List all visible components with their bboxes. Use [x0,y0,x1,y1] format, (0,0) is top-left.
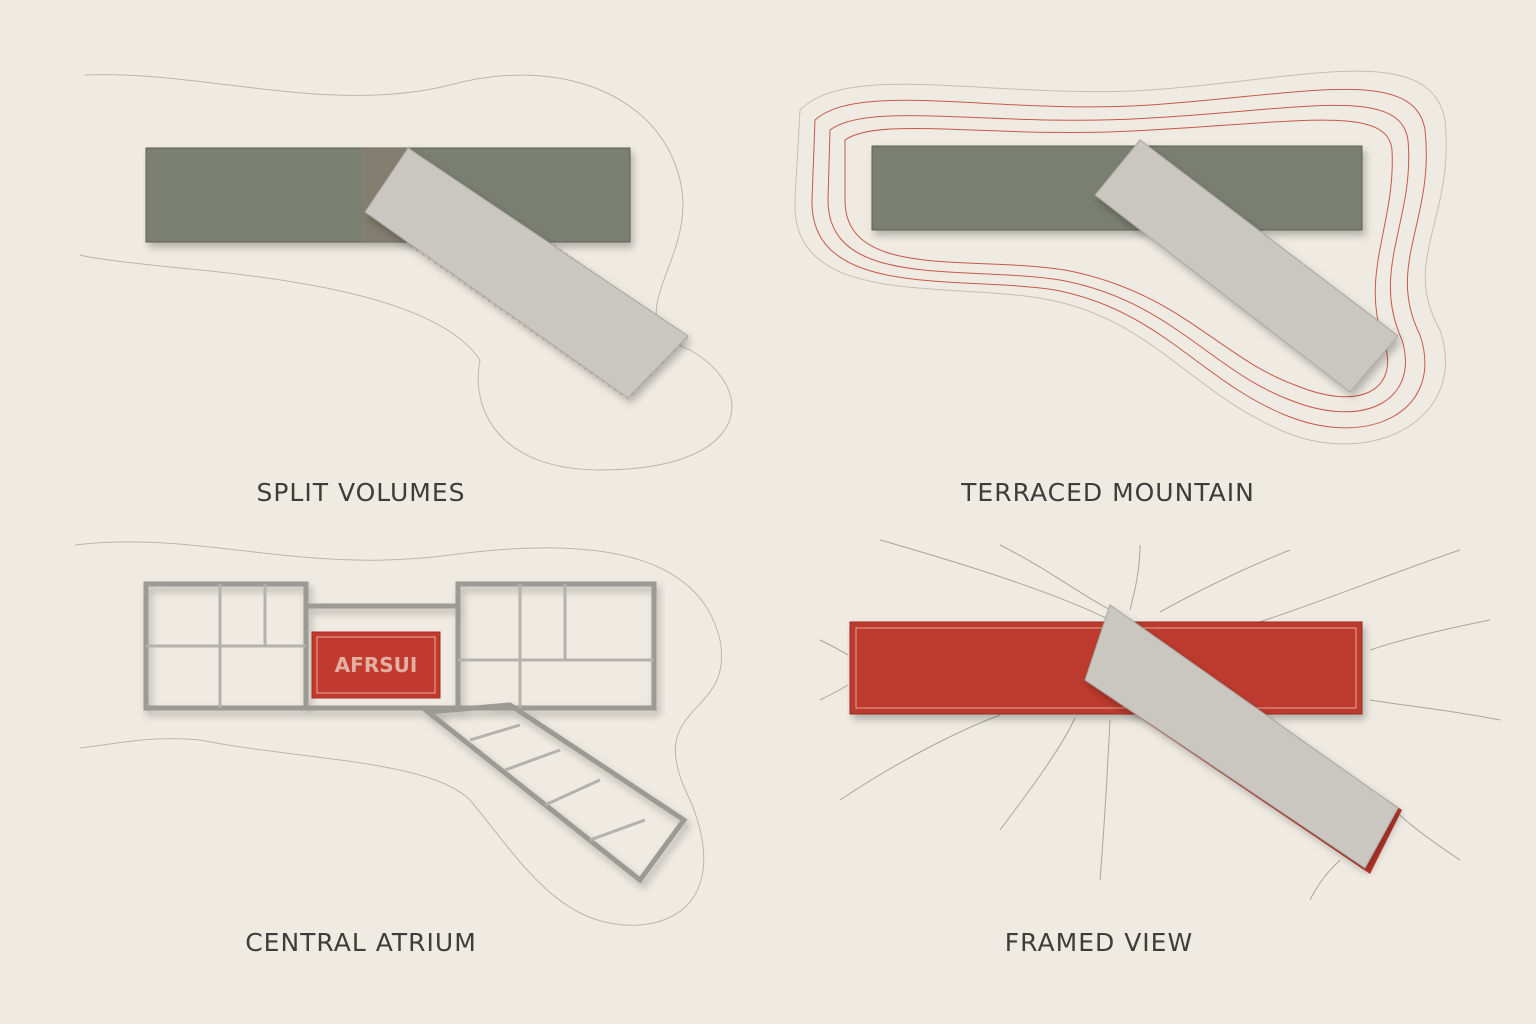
terraced-mountain-diagram [794,70,1447,445]
gray-volume [364,147,689,399]
panel-title-framed-view: FRAMED VIEW [1004,928,1194,957]
angled-wing-plan [421,702,688,884]
outer-contour [794,70,1447,445]
atrium-label: AFRSUI [334,653,418,677]
panel-title-terraced-mountain: TERRACED MOUNTAIN [961,478,1255,507]
panel-title-split-volumes: SPLIT VOLUMES [256,478,466,507]
framed-view-diagram [819,539,1501,901]
central-atrium-diagram [74,541,723,926]
atrium-block [311,631,441,699]
gray-volume [1094,139,1399,393]
gray-volume [1084,604,1399,869]
site-contour-line [79,74,733,471]
terrace-contour [827,104,1410,413]
split-volumes-diagram [79,74,733,471]
panel-title-central-atrium: CENTRAL ATRIUM [245,928,477,957]
east-wing-plan [455,581,657,711]
site-contour-line [74,541,723,926]
terrace-contour [811,88,1427,429]
